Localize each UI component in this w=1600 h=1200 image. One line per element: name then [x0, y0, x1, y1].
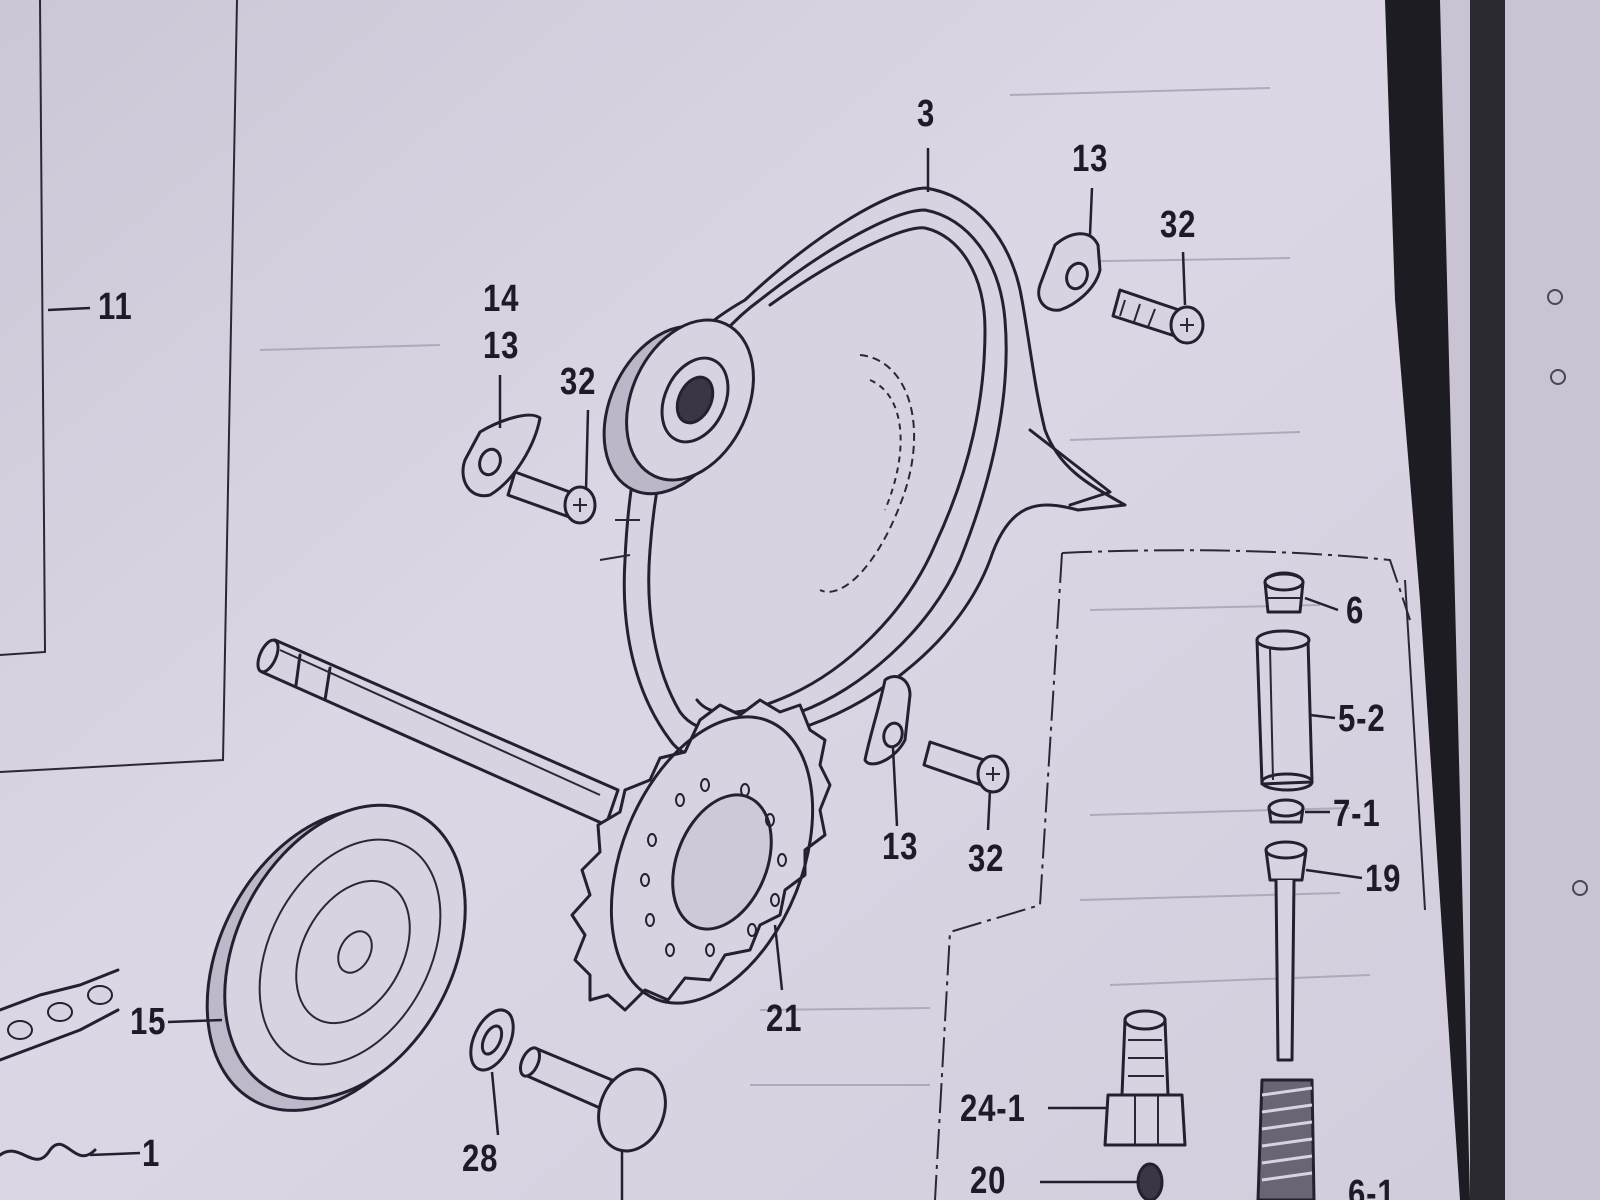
callout-28: 28: [462, 1138, 499, 1180]
leader-lines: [47, 148, 1363, 1200]
frame-lines: [0, 0, 1426, 1200]
callout-13-left: 13: [483, 325, 520, 367]
callout-11: 11: [98, 286, 133, 328]
callout-7-1: 7-1: [1333, 793, 1381, 835]
cross-screw-icon: [1111, 288, 1205, 345]
callout-5-2: 5-2: [1338, 698, 1386, 740]
guide-roller-icon: [602, 318, 755, 496]
callout-3: 3: [917, 93, 936, 135]
callout-15: 15: [130, 1001, 167, 1043]
nozzle-bolt-icon: [1103, 1009, 1187, 1147]
kick-shaft-icon: [256, 638, 620, 827]
plate-washer-icon: [469, 1008, 515, 1072]
oil-cap-icon: [1263, 571, 1305, 614]
tensioner-wheel-icon: [205, 803, 467, 1112]
callout-24-1: 24-1: [960, 1088, 1026, 1130]
drive-chain-icon: [0, 968, 120, 1062]
callout-13-top: 13: [1072, 138, 1109, 180]
pin-bolt-icon: [518, 1046, 667, 1153]
spring-icon: [1256, 1078, 1316, 1200]
screw-plate-icon: [461, 413, 542, 498]
screw-plate-icon: [863, 675, 912, 766]
page-gutter: [1470, 0, 1505, 1200]
callout-21: 21: [766, 998, 803, 1040]
binding-hole-icon: [1572, 880, 1588, 896]
binding-hole-icon: [1550, 369, 1566, 385]
cross-screw-icon: [922, 740, 1010, 794]
callout-20: 20: [970, 1160, 1007, 1200]
callout-6-1: 6-1: [1348, 1173, 1396, 1200]
pin-icon: [1136, 1162, 1164, 1200]
callout-13-bottom: 13: [882, 826, 919, 868]
screw-plate-icon: [1037, 232, 1102, 312]
callout-32-bottom: 32: [968, 838, 1005, 880]
collar-icon: [1255, 629, 1314, 792]
show-through-text: [259, 87, 1371, 1086]
chain-link-icon: [0, 1142, 97, 1161]
binding-hole-icon: [1547, 289, 1563, 305]
callout-32-top: 32: [1160, 204, 1197, 246]
chain-wheel-icon: [570, 698, 832, 1012]
callout-14: 14: [483, 278, 520, 320]
callout-1: 1: [142, 1133, 161, 1175]
callout-32-left: 32: [560, 361, 597, 403]
callout-19: 19: [1365, 858, 1402, 900]
cross-screw-icon: [506, 470, 597, 525]
plunger-icon: [1264, 840, 1308, 1062]
valve-seat-icon: [1267, 798, 1305, 824]
callout-6: 6: [1346, 590, 1365, 632]
